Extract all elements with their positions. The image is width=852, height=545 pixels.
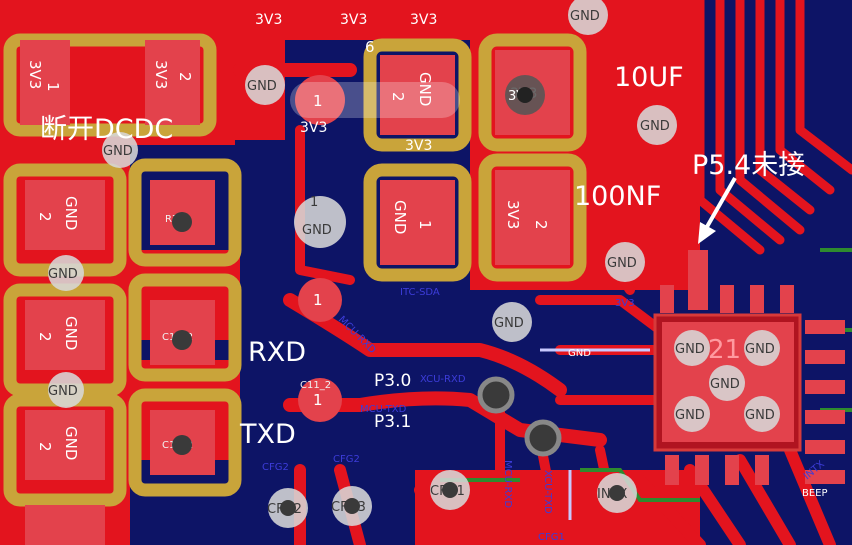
- svg-text:GND: GND: [675, 408, 705, 423]
- svg-text:GND: GND: [48, 384, 78, 399]
- pad-label-2-row2: 2: [36, 332, 54, 342]
- net-label-cfg: CFG2: [262, 462, 289, 473]
- net-label-3v3-2: 3V3: [340, 12, 367, 28]
- pad-gnd-row4[interactable]: [25, 505, 105, 545]
- net-label-gnd-ic: GND: [568, 348, 591, 359]
- pad-label-2-mid: 2: [532, 220, 550, 230]
- pad-gnd-row3[interactable]: [25, 410, 105, 480]
- pad-label-txd-1: 1: [313, 391, 323, 409]
- via-ic-gnd-5[interactable]: GND: [744, 396, 780, 432]
- via-ic-gnd-1[interactable]: GND: [674, 330, 710, 366]
- annotation-10uf: 10UF: [614, 62, 684, 93]
- via-gnd-5[interactable]: GND: [605, 242, 645, 282]
- pad-top-gnd[interactable]: [380, 55, 455, 135]
- net-label-3v3-ic: 3V3: [615, 298, 635, 309]
- net-label-xcu-txd: XCU-TXD: [542, 470, 553, 514]
- net-label-mcu-txd: MCU-TXD: [360, 404, 407, 415]
- svg-text:GND: GND: [710, 377, 740, 392]
- net-label-3v3-4: 3V3: [300, 120, 327, 136]
- pad-label-3v3-b: 3V3: [152, 60, 170, 89]
- net-label-cfg2: CFG2: [333, 454, 360, 465]
- pad-gnd-row2[interactable]: [25, 300, 105, 370]
- pad-label-3v3-a: 3V3: [26, 60, 44, 89]
- svg-text:GND: GND: [745, 342, 775, 357]
- svg-text:GND: GND: [494, 316, 524, 331]
- pad-mid-3v3[interactable]: [495, 170, 570, 265]
- pad-label-2-row3: 2: [36, 442, 54, 452]
- pad-label-6: 6: [365, 38, 375, 56]
- via-gnd-2[interactable]: GND: [102, 132, 138, 168]
- pad-label-gnd-row3: GND: [62, 426, 80, 460]
- pad-label-1-mid: 1: [416, 220, 434, 230]
- svg-text:GND: GND: [640, 119, 670, 134]
- pad-label-2-row1: 2: [36, 212, 54, 222]
- pad-label-gnd-top: GND: [416, 72, 434, 106]
- pad-cap-left[interactable]: [295, 75, 345, 125]
- via-gnd-8[interactable]: GND: [492, 302, 532, 342]
- via-gnd-3[interactable]: GND: [568, 0, 608, 35]
- annotation-txd: TXD: [239, 419, 296, 450]
- net-label-mcu-rxd-v: MCU-RXD: [502, 460, 513, 508]
- silk-c11-b: C11_2: [300, 380, 331, 391]
- via-gnd-6[interactable]: GND: [48, 255, 84, 291]
- svg-text:GND: GND: [103, 144, 133, 159]
- svg-text:GND: GND: [247, 79, 277, 94]
- pad-rxd-end[interactable]: [298, 278, 342, 322]
- pad-labels: 1 3V3 2 3V3 2 GND 2 GND 2 GND 2 GND GND …: [26, 38, 550, 460]
- pad-label-3v3-mid: 3V3: [504, 200, 522, 229]
- pad-label-gnd-row1: GND: [62, 196, 80, 230]
- svg-text:GND: GND: [48, 267, 78, 282]
- pad-label-2-top: 2: [389, 92, 407, 102]
- pad-mid-gnd[interactable]: [380, 180, 455, 265]
- net-label-3v3-1: 3V3: [255, 12, 282, 28]
- ic-pin-p54: [688, 250, 708, 310]
- svg-text:1: 1: [310, 195, 318, 210]
- pad-label-2a: 2: [176, 72, 194, 82]
- pad-label-rxd-1: 1: [313, 291, 323, 309]
- annotation-p31: P3.1: [374, 412, 411, 432]
- svg-text:GND: GND: [675, 342, 705, 357]
- net-label-itc-sda: ITC-SDA: [400, 287, 440, 298]
- pad-txd-end[interactable]: [298, 378, 342, 422]
- drill-holes: [172, 87, 625, 516]
- annotation-p30: P3.0: [374, 371, 411, 391]
- net-label-beep: BEEP: [802, 488, 828, 499]
- pad-gnd-row1[interactable]: [25, 180, 105, 250]
- copper-traces: [233, 0, 852, 545]
- annotation-p54: P5.4未接: [692, 150, 805, 181]
- highlight-overlay: [290, 82, 460, 118]
- via-gnd-4[interactable]: GND: [637, 105, 677, 145]
- annotation-100nf: 100NF: [574, 181, 661, 212]
- net-label-3v3-5: 3V3: [405, 138, 432, 154]
- pad-3v3-a[interactable]: [20, 40, 70, 125]
- pad-3v3-b[interactable]: [145, 40, 200, 125]
- via-gnd-7[interactable]: GND: [48, 372, 84, 408]
- pad-label-gnd-mid: GND: [391, 200, 409, 234]
- via-ic-gnd-4[interactable]: GND: [674, 396, 710, 432]
- annotation-rxd: RXD: [248, 337, 306, 368]
- pad-label-1a: 1: [44, 82, 62, 92]
- pad-group: [20, 40, 570, 545]
- net-label-3v3-3: 3V3: [410, 12, 437, 28]
- svg-text:GND: GND: [745, 408, 775, 423]
- net-label-cfg1: CFG1: [538, 532, 565, 543]
- pad-label-cap-1: 1: [313, 92, 323, 110]
- annotation-dcdc: 断开DCDC: [40, 114, 173, 145]
- svg-text:GND: GND: [607, 256, 637, 271]
- ic-designator: 21: [708, 335, 741, 365]
- annotations: 断开DCDC 10UF 100NF P5.4未接 RXD TXD P3.0 P3…: [40, 62, 805, 450]
- net-label-xcu-rxd: XCU-RXD: [420, 374, 466, 385]
- via-ic-gnd-2[interactable]: GND: [744, 330, 780, 366]
- svg-text:GND: GND: [570, 9, 600, 24]
- pad-label-gnd-row2: GND: [62, 316, 80, 350]
- via-gnd-1[interactable]: GND: [245, 65, 285, 105]
- arrow-icon: [698, 177, 737, 244]
- via-ic-gnd-3[interactable]: GND: [709, 365, 745, 401]
- svg-text:GND: GND: [302, 223, 332, 238]
